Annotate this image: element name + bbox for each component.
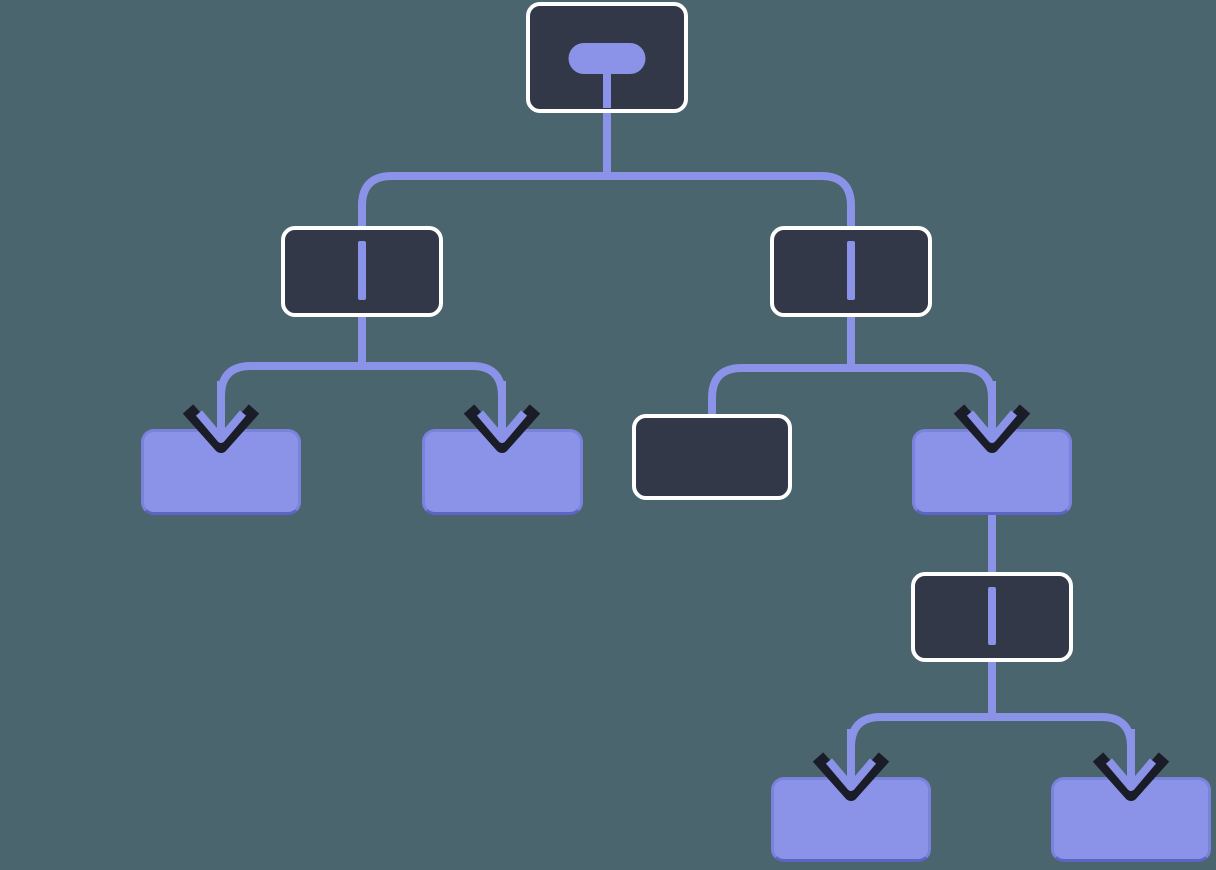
bottom-branch-connector — [847, 713, 1135, 762]
vertical-connector-bar-icon — [847, 241, 855, 300]
top-branch-connector — [358, 172, 855, 230]
branch-left-node[interactable] — [281, 226, 443, 317]
vertical-connector-bar-icon — [358, 241, 366, 300]
purple-mid-node[interactable] — [912, 429, 1072, 515]
root-pill-icon — [568, 43, 646, 74]
leaf-bottom-left-node[interactable] — [771, 777, 931, 862]
left-branch-connector — [217, 362, 506, 414]
vertical-connector-bar-icon — [988, 587, 996, 645]
branch-right-node[interactable] — [770, 226, 932, 317]
root-pill-stem-icon — [603, 70, 611, 108]
branch-bottom-node[interactable] — [911, 572, 1073, 662]
dark-leaf-node[interactable] — [632, 414, 792, 500]
right-branch-connector — [708, 364, 996, 417]
leaf-mid-left-node[interactable] — [422, 429, 583, 515]
leaf-bottom-right-node[interactable] — [1051, 777, 1211, 862]
root-node[interactable] — [526, 2, 688, 113]
leaf-far-left-node[interactable] — [141, 429, 301, 515]
